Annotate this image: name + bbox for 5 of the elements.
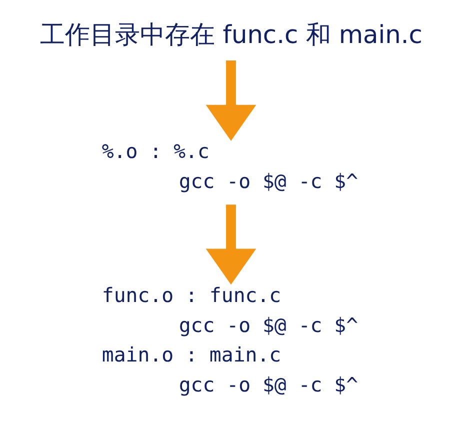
node-text: %.o : %.c gcc -o $@ -c $^ <box>102 140 358 193</box>
arrow <box>206 60 256 141</box>
node-text: 工作目录中存在 func.c 和 main.c <box>40 20 422 49</box>
node-text: func.o : func.c gcc -o $@ -c $^ main.o : main.c gcc -o $@ -c $^ <box>102 284 358 396</box>
arrow <box>206 204 256 285</box>
